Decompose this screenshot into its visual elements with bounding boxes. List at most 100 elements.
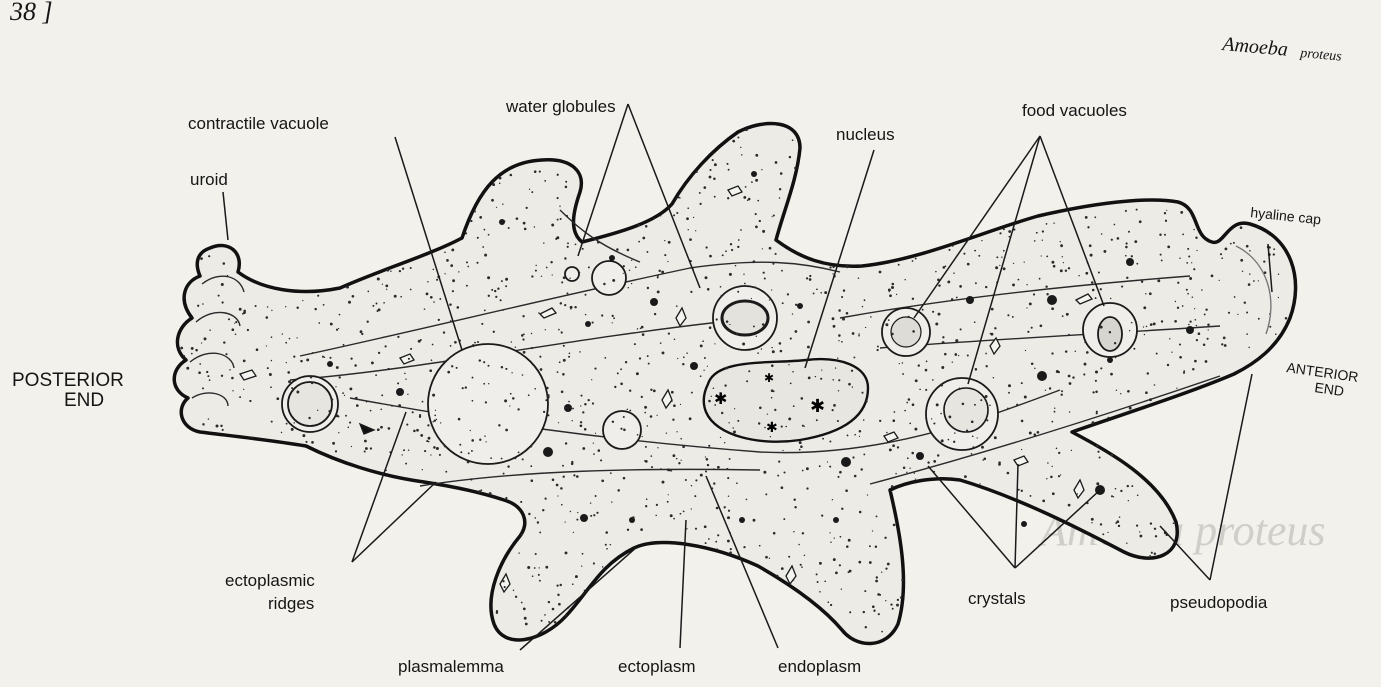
stipple-dot [266, 316, 269, 319]
stipple-dot [1188, 255, 1190, 257]
stipple-dot [841, 341, 843, 343]
stipple-dot [1278, 297, 1279, 298]
stipple-dot [565, 186, 568, 189]
stipple-dot [296, 306, 298, 308]
stipple-dot [1100, 523, 1102, 525]
stipple-dot [371, 361, 374, 364]
stipple-dot [571, 461, 573, 463]
stipple-dot [853, 356, 855, 358]
stipple-dot [1034, 368, 1035, 369]
stipple-dot [1045, 390, 1046, 391]
stipple-dot [534, 567, 536, 569]
stipple-dot [207, 375, 209, 377]
stipple-dot [568, 356, 570, 358]
stipple-dot [467, 461, 470, 464]
stipple-dot [737, 246, 739, 248]
stipple-dot [1136, 263, 1138, 265]
stipple-dot [561, 504, 563, 506]
label-pseudopodia: pseudopodia [1170, 593, 1268, 612]
stipple-dot [647, 355, 649, 357]
stipple-dot [552, 274, 553, 275]
stipple-dot [935, 271, 937, 273]
stipple-dot [432, 344, 434, 346]
stipple-dot [432, 394, 435, 397]
stipple-dot [952, 245, 954, 247]
stipple-dot [521, 602, 523, 604]
stipple-dot [629, 390, 631, 392]
stipple-dot [266, 345, 267, 346]
chromatin-mark: ✱ [714, 391, 727, 408]
stipple-dot [737, 420, 739, 422]
stipple-dot [1103, 250, 1106, 253]
stipple-dot [491, 289, 493, 291]
stipple-dot [580, 405, 581, 406]
stipple-dot [616, 248, 619, 251]
stipple-dot [344, 395, 345, 396]
stipple-dot [727, 540, 730, 543]
stipple-dot [511, 372, 512, 373]
stipple-dot [1053, 222, 1054, 223]
stipple-dot [474, 342, 476, 344]
stipple-dot [456, 367, 458, 369]
stipple-dot [495, 296, 497, 298]
stipple-dot [762, 323, 765, 326]
stipple-dot [862, 306, 863, 307]
stipple-dot [548, 621, 550, 623]
stipple-dot [542, 509, 544, 511]
stipple-dot [623, 416, 625, 418]
stipple-dot [534, 388, 536, 390]
stipple-dot [314, 308, 316, 310]
stipple-dot [1013, 263, 1014, 264]
label-food-vacuoles: food vacuoles [1022, 101, 1127, 120]
stipple-dot [715, 541, 717, 543]
stipple-dot [667, 261, 668, 262]
stipple-dot [702, 340, 704, 342]
stipple-dot [740, 147, 741, 148]
stipple-dot [361, 333, 363, 335]
page-number: 38 ] [9, 0, 53, 26]
stipple-dot [729, 324, 730, 325]
stipple-dot [271, 336, 273, 338]
stipple-dot [843, 426, 844, 427]
stipple-dot [391, 406, 392, 407]
stipple-dot [1107, 532, 1108, 533]
stipple-dot [1110, 298, 1111, 299]
stipple-dot [195, 349, 198, 352]
stipple-dot [713, 387, 715, 389]
stipple-dot [1068, 504, 1071, 507]
stipple-dot [925, 369, 928, 372]
stipple-dot [410, 348, 412, 350]
stipple-dot [972, 446, 974, 448]
stipple-dot [522, 458, 524, 460]
stipple-dot [202, 423, 204, 425]
stipple-dot [1058, 452, 1060, 454]
stipple-dot [827, 461, 828, 462]
stipple-dot [996, 256, 998, 258]
stipple-dot [782, 450, 783, 451]
stipple-dot [446, 259, 449, 262]
stipple-dot [627, 409, 628, 410]
stipple-dot [676, 431, 677, 432]
stipple-dot [645, 505, 647, 507]
stipple-dot [541, 276, 542, 277]
stipple-dot [901, 579, 903, 581]
stipple-dot [557, 197, 559, 199]
stipple-dot [1118, 525, 1120, 527]
stipple-dot [1078, 275, 1079, 276]
stipple-dot [685, 479, 687, 481]
stipple-dot [385, 285, 388, 288]
stipple-dot [936, 403, 939, 406]
stipple-dot [576, 475, 579, 478]
stipple-dot [1096, 445, 1098, 447]
stipple-dot [974, 321, 976, 323]
stipple-dot [1177, 282, 1179, 284]
stipple-dot [403, 449, 405, 451]
stipple-dot [1021, 420, 1024, 423]
stipple-dot [385, 345, 387, 347]
stipple-dot [858, 333, 860, 335]
stipple-dot [505, 429, 508, 432]
stipple-dot [779, 197, 781, 199]
stipple-dot [1060, 269, 1063, 272]
stipple-dot [772, 263, 774, 265]
stipple-dot [458, 418, 461, 421]
